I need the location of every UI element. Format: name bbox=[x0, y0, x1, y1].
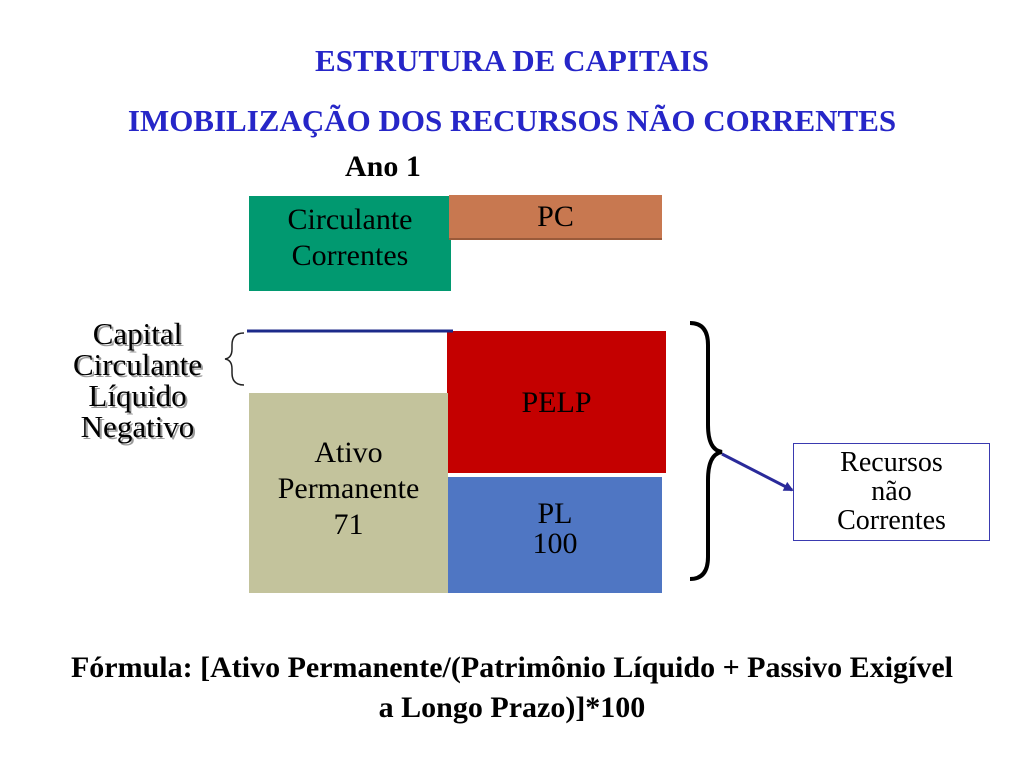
ccl-line-1: Capital bbox=[92, 316, 183, 351]
block-ativo-line-1: Ativo bbox=[314, 436, 383, 469]
block-circulante: Circulante Correntes bbox=[249, 196, 451, 291]
callout-line-1: Recursos bbox=[840, 447, 943, 478]
formula-text: Fórmula: [Ativo Permanente/(Patrimônio L… bbox=[0, 648, 1024, 728]
block-ativo-value: 71 bbox=[333, 508, 364, 541]
small-left-brace bbox=[224, 332, 245, 386]
block-circulante-line-2: Correntes bbox=[291, 239, 409, 272]
callout-line-2: não bbox=[871, 476, 912, 507]
ccl-line-2: Circulante bbox=[72, 347, 203, 382]
callout-line-3: Correntes bbox=[837, 505, 946, 536]
large-right-brace bbox=[689, 321, 723, 581]
block-pelp-label: PELP bbox=[521, 386, 592, 419]
capital-circulante-liquido-negativo-label: Capital Circulante Líquido Negativo bbox=[40, 318, 235, 442]
block-pelp: PELP bbox=[447, 331, 666, 473]
arrow-to-callout bbox=[721, 452, 794, 492]
year-label: Ano 1 bbox=[345, 150, 421, 183]
title-estrutura-capitais: ESTRUTURA DE CAPITAIS bbox=[315, 43, 709, 78]
ccl-line-4: Negativo bbox=[80, 409, 195, 444]
block-pc: PC bbox=[449, 195, 662, 240]
title-imobilizacao: IMOBILIZAÇÃO DOS RECURSOS NÃO CORRENTES bbox=[127, 103, 897, 138]
block-ativo-permanente: Ativo Permanente 71 bbox=[249, 393, 448, 593]
formula-line-1: Fórmula: [Ativo Permanente/(Patrimônio L… bbox=[70, 651, 954, 684]
block-pl-label: PL bbox=[537, 497, 573, 530]
block-circulante-line-1: Circulante bbox=[287, 203, 413, 236]
block-pl-value: 100 bbox=[532, 527, 578, 560]
recursos-nao-correntes-callout: Recursos não Correntes bbox=[793, 443, 990, 541]
ccl-line-3: Líquido bbox=[88, 378, 187, 413]
formula-line-2: a Longo Prazo)]*100 bbox=[378, 691, 646, 724]
block-pc-label: PC bbox=[537, 200, 574, 233]
block-ativo-line-2: Permanente bbox=[277, 472, 420, 505]
block-pl: PL 100 bbox=[448, 477, 662, 593]
